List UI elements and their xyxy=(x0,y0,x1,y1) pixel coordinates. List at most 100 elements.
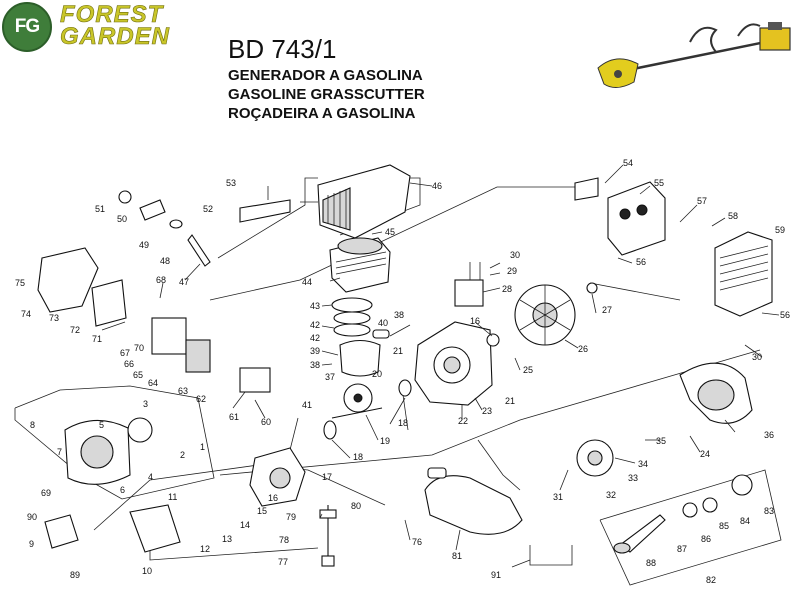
callout-53: 53 xyxy=(226,178,236,188)
callout-69: 69 xyxy=(41,488,51,498)
muffler-55 xyxy=(574,177,666,256)
grasscutter-product-image xyxy=(597,22,791,88)
piston-39 xyxy=(339,329,390,377)
callout-87: 87 xyxy=(677,544,687,554)
callout-62: 62 xyxy=(196,394,206,404)
callout-3: 3 xyxy=(143,399,148,409)
clutch-32 xyxy=(576,439,614,477)
brand-wordmark-line2: GARDEN xyxy=(60,23,171,50)
callout-15: 15 xyxy=(257,506,267,516)
cylinder-44 xyxy=(329,237,391,293)
callout-7: 7 xyxy=(57,447,62,457)
callout-90: 90 xyxy=(27,512,37,522)
callout-32: 32 xyxy=(606,490,616,500)
callout-57: 57 xyxy=(697,196,707,206)
callout-23: 23 xyxy=(482,406,492,416)
callout-40: 40 xyxy=(378,318,388,328)
callout-79: 79 xyxy=(286,512,296,522)
callout-70: 70 xyxy=(134,343,144,353)
callout-8: 8 xyxy=(30,420,35,430)
callout-37: 37 xyxy=(325,372,335,382)
clutch-drum-assembly-17 xyxy=(249,447,306,507)
callout-39: 39 xyxy=(310,346,320,356)
callout-65: 65 xyxy=(133,370,143,380)
callout-31: 31 xyxy=(553,492,563,502)
fuel-hose-91 xyxy=(529,545,573,566)
crankcase-21 xyxy=(414,321,493,406)
callout-67: 67 xyxy=(120,348,130,358)
callout-16a: 16 xyxy=(268,493,278,503)
title-portuguese: ROÇADEIRA A GASOLINA xyxy=(228,105,416,122)
callout-51: 51 xyxy=(95,204,105,214)
callout-34: 34 xyxy=(638,459,648,469)
callout-38b: 38 xyxy=(394,310,404,320)
mounting-plate-10 xyxy=(129,504,181,553)
callout-14: 14 xyxy=(240,520,250,530)
callout-73: 73 xyxy=(49,313,59,323)
callout-88: 88 xyxy=(646,558,656,568)
callout-55: 55 xyxy=(654,178,664,188)
callout-21b: 21 xyxy=(505,396,515,406)
gasket-and-rings-42-43 xyxy=(331,297,373,337)
callout-56a: 56 xyxy=(636,257,646,267)
title-spanish: GENERADOR A GASOLINA xyxy=(228,67,423,84)
callout-5: 5 xyxy=(99,420,104,430)
callout-30a: 30 xyxy=(510,250,520,260)
model-title: BD 743/1 xyxy=(228,34,337,64)
callout-6: 6 xyxy=(120,485,125,495)
fan-housing-36 xyxy=(679,362,753,424)
callout-21a: 21 xyxy=(393,346,403,356)
callout-68: 68 xyxy=(156,275,166,285)
callout-49: 49 xyxy=(139,240,149,250)
callout-71: 71 xyxy=(92,334,102,344)
callout-58: 58 xyxy=(728,211,738,221)
callout-leaders xyxy=(101,164,780,568)
callout-61: 61 xyxy=(229,412,239,422)
callout-52: 52 xyxy=(203,204,213,214)
callout-83: 83 xyxy=(764,506,774,516)
callout-89: 89 xyxy=(70,570,80,580)
callout-91: 91 xyxy=(491,570,501,580)
callout-56b: 56 xyxy=(780,310,790,320)
callout-4: 4 xyxy=(148,472,153,482)
air-filter-housing-75 xyxy=(37,247,127,327)
callout-85: 85 xyxy=(719,521,729,531)
callout-42a: 42 xyxy=(310,320,320,330)
callout-2: 2 xyxy=(180,450,185,460)
callout-41: 41 xyxy=(302,400,312,410)
callout-82: 82 xyxy=(706,575,716,585)
callout-78: 78 xyxy=(279,535,289,545)
cylinder-cover-46 xyxy=(317,164,411,239)
recoil-starter-69 xyxy=(64,417,153,485)
callout-9: 9 xyxy=(29,539,34,549)
callout-42b: 42 xyxy=(310,333,320,343)
callout-16b: 16 xyxy=(470,316,480,326)
brand-wordmark-line1: FOREST xyxy=(60,1,164,28)
fuel-pump-primer-79 xyxy=(319,505,337,567)
brand-badge: FG xyxy=(2,2,52,52)
callout-33: 33 xyxy=(628,473,638,483)
callout-10: 10 xyxy=(142,566,152,576)
title-english: GASOLINE GRASSCUTTER xyxy=(228,86,425,103)
callout-numbers: 1 2 3 4 5 6 7 8 9 10 11 12 13 14 15 16 1… xyxy=(15,158,790,585)
callout-50: 50 xyxy=(117,214,127,224)
callout-29: 29 xyxy=(507,266,517,276)
tank-cap-and-small-parts xyxy=(118,190,598,347)
callout-84: 84 xyxy=(740,516,750,526)
callout-66: 66 xyxy=(124,359,134,369)
callout-13: 13 xyxy=(222,534,232,544)
callout-81: 81 xyxy=(452,551,462,561)
callout-75: 75 xyxy=(15,278,25,288)
callout-45: 45 xyxy=(385,227,395,237)
crankshaft-19 xyxy=(323,379,412,440)
callout-27: 27 xyxy=(602,305,612,315)
callout-26: 26 xyxy=(578,344,588,354)
throttle-lever-88 xyxy=(613,474,753,554)
callout-80: 80 xyxy=(351,501,361,511)
callout-60: 60 xyxy=(261,417,271,427)
callout-86: 86 xyxy=(701,534,711,544)
callout-35: 35 xyxy=(656,436,666,446)
callout-24: 24 xyxy=(700,449,710,459)
callout-12: 12 xyxy=(200,544,210,554)
callout-30b: 30 xyxy=(752,352,762,362)
